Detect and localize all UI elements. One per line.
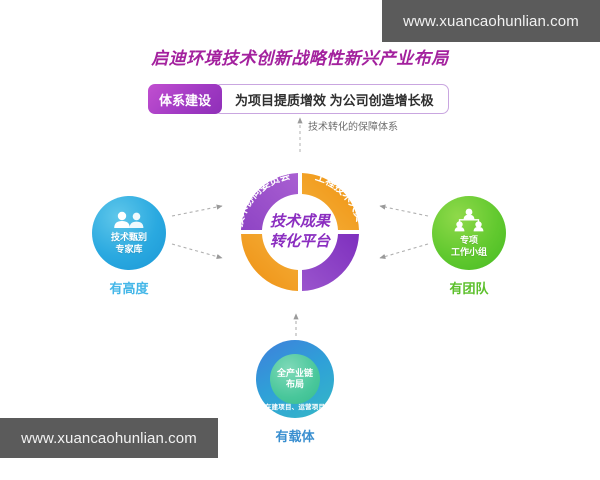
watermark-top: www.xuancaohunlian.com: [382, 0, 600, 42]
node-special-working-group[interactable]: 专项 工作小组 有团队: [432, 196, 506, 297]
node-bottom-caption: 有载体: [275, 429, 315, 444]
center-line-2: 转化平台: [269, 232, 330, 250]
node-bottom-inner: 全产业链 布局: [270, 354, 320, 404]
system-construction-pill[interactable]: 体系建设: [148, 84, 223, 114]
node-industry-chain-layout[interactable]: 全产业链 布局 在建项目、运营项目 有载体: [256, 340, 334, 445]
node-circle-left[interactable]: 技术甄别 专家库: [92, 196, 166, 270]
node-right-text: 专项 工作小组: [451, 235, 487, 258]
org-chart-icon: [452, 208, 486, 232]
watermark-bottom: www.xuancaohunlian.com: [0, 418, 218, 458]
node-left-line1: 技术甄别: [110, 232, 147, 243]
guarantee-system-label: 技术转化的保障体系: [308, 122, 398, 133]
donut-center-label: 技术成果 转化平台: [215, 152, 385, 312]
two-people-icon: [112, 211, 146, 229]
page-title: 启迪环境技术创新战略性新兴产业布局: [151, 49, 449, 68]
node-left-line2: 专家库: [115, 243, 143, 254]
segment-top-left[interactable]: [241, 173, 298, 230]
segment-bottom-right[interactable]: [302, 234, 359, 291]
subtitle-bar: 体系建设 为项目提质增效 为公司创造增长极: [148, 84, 449, 114]
subtitle-statement: 为项目提质增效 为公司创造增长极: [214, 84, 449, 114]
node-circle-right[interactable]: 专项 工作小组: [432, 196, 506, 270]
node-right-line2: 工作小组: [450, 246, 487, 257]
node-bottom-line2: 布局: [285, 379, 304, 389]
node-bottom-line1: 全产业链: [276, 367, 313, 378]
node-right-line1: 专项: [459, 235, 478, 246]
segment-bottom-left[interactable]: [241, 234, 298, 291]
ring-icon[interactable]: 全产业链 布局 在建项目、运营项目: [256, 340, 334, 418]
technology-platform-donut: 技术协同委员会 工程技术人员 科学技术委员会 研发人员 技术成果 转化平台: [215, 152, 385, 312]
node-left-text: 技术甄别 专家库: [111, 232, 147, 255]
node-bottom-ring-text: 在建项目、运营项目: [264, 404, 326, 411]
segment-top-right[interactable]: [302, 173, 359, 230]
node-expert-database[interactable]: 技术甄别 专家库 有高度: [92, 196, 166, 297]
node-left-caption: 有高度: [109, 281, 149, 296]
node-right-caption: 有团队: [449, 281, 489, 296]
center-line-1: 技术成果: [269, 213, 330, 230]
